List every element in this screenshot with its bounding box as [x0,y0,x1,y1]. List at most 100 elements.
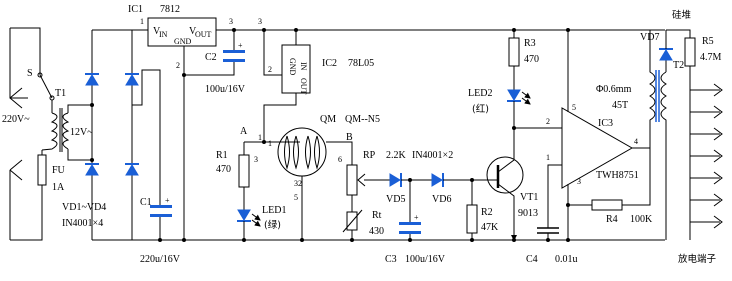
svg-text:+: + [165,196,170,205]
t1-voltage: 12V~ [70,127,93,138]
c4-value: 0.01u [555,254,578,265]
r3-value: 470 [524,54,539,65]
bridge-rectifier: VD1~VD4 IN4001×4 [62,30,161,240]
r1-label: R1 [216,150,228,161]
c3-value: 100u/16V [405,254,446,265]
svg-text:OUT: OUT [195,30,212,39]
switch-blade [39,74,53,99]
svg-text:1: 1 [546,153,550,162]
c4-label: C4 [526,254,538,265]
resistor-r4: R4 100K [566,148,653,225]
vd7-type: 硅堆 [672,9,692,21]
vd6-label: VD6 [432,194,451,205]
t2-turns: 45T [612,100,628,111]
bridge-part: IN4001×4 [62,218,103,229]
svg-text:+: + [238,41,243,50]
r4-label: R4 [606,214,618,225]
mains-label: 220V~ [2,114,30,125]
led1-color: (绿) [264,219,281,231]
capacitor-c3: + [399,180,421,240]
r4-value: 100K [630,214,653,225]
switch-label: S [27,68,33,79]
t2-wire: Φ0.6mm [596,84,632,95]
bridge-label: VD1~VD4 [62,202,106,213]
ic2-part: 78L05 [348,58,374,69]
resistor-r5: R5 4.7M [684,36,722,82]
capacitor-c1: + C1 [140,118,172,240]
ic2-label: IC2 [322,58,337,69]
node-b: B [346,132,353,143]
svg-text:2: 2 [176,61,180,70]
led2-label: LED2 [468,88,492,99]
transformer-t2: T2 Φ0.6mm 45T [596,30,684,240]
resistor-r1: R1 470 3 A [216,126,300,210]
vt1-part: 9013 [518,208,538,219]
svg-text:4: 4 [634,137,638,146]
rt-value: 430 [369,226,384,237]
potentiometer-rp: RP 2.2K Rt 430 [342,150,407,240]
ic3-label: IC3 [598,118,613,129]
led2-color: (红) [472,103,489,115]
svg-text:3: 3 [229,17,233,26]
led1: LED1 (绿) [237,205,286,240]
svg-text:1: 1 [258,133,262,142]
resistor-r3-led2: R3 470 LED2 (红) [468,30,562,130]
qm-gas-sensor: 1 32 5 6 QM QM--N5 B [268,114,380,240]
transistor-vt1: VT1 9013 [486,128,538,241]
svg-text:V: V [189,26,197,37]
c3-label: C3 [385,254,397,265]
svg-text:2: 2 [546,117,550,126]
svg-text:3: 3 [577,177,581,186]
svg-text:IN: IN [299,62,308,71]
svg-text:1: 1 [140,17,144,26]
ic1-label: IC1 [128,4,143,15]
r1-value: 470 [216,164,231,175]
r5-label: R5 [702,36,714,47]
c1-value: 220u/16V [140,254,181,265]
t2-label: T2 [673,60,684,71]
svg-text:5: 5 [294,193,298,202]
rp-value: 2.2K [386,150,407,161]
fuse-label: FU [52,165,66,176]
fuse-rating: 1A [52,182,65,193]
c2-value: 100u/16V [205,84,246,95]
ic3-part: TWH8751 [596,170,639,181]
discharge-terminals: 放电端子 [678,82,723,265]
rp-label: RP [363,150,376,161]
rt-label: Rt [372,210,382,221]
svg-text:1: 1 [268,139,272,148]
svg-text:+: + [414,213,419,222]
capacitor-c2: + C2 100u/16V [184,30,246,95]
vd7-label: VD7 [640,32,659,43]
svg-text:32: 32 [294,179,302,188]
ic1-7812: V IN V OUT GND IC1 7812 1 3 2 [128,4,233,240]
qm-label: QM [320,114,336,125]
r3-label: R3 [524,38,536,49]
ic3-twh8751: 2 1 3 4 5 IC3 TWH8751 [546,30,650,240]
svg-text:3: 3 [258,17,262,26]
t1-label: T1 [55,88,66,99]
svg-text:GND: GND [288,58,297,76]
node-a: A [240,126,248,137]
svg-text:6: 6 [338,155,342,164]
svg-text:V: V [153,26,161,37]
svg-text:2: 2 [268,65,272,74]
svg-text:IN: IN [159,30,168,39]
c1-label: C1 [140,197,152,208]
discharge-label: 放电端子 [678,253,717,265]
svg-text:3: 3 [254,155,258,164]
vd56-part: IN4001×2 [412,150,453,161]
diode-vd7: VD7 硅堆 [640,9,692,72]
vt1-label: VT1 [520,192,538,203]
resistor-r2: R2 47K [466,178,499,240]
transformer-t1: T1 12V~ [41,88,93,161]
svg-text:GND: GND [174,37,192,46]
r2-label: R2 [481,207,493,218]
vd5-label: VD5 [386,194,405,205]
qm-part: QM--N5 [345,114,380,125]
c2-label: C2 [205,52,217,63]
svg-text:OUT: OUT [299,78,308,95]
ic2-78l05: GND IN OUT IC2 78L05 2 3 1 [258,17,374,142]
svg-text:5: 5 [572,103,576,112]
